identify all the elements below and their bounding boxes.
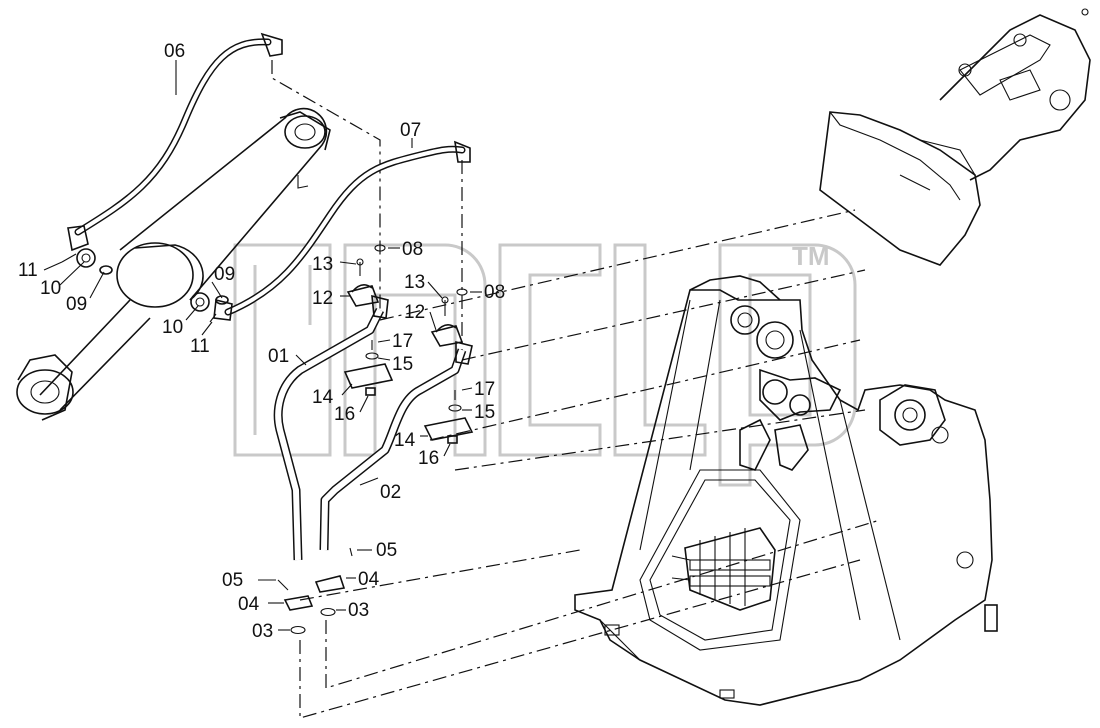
label-08-lower: 08 xyxy=(484,282,505,303)
label-05-right: 05 xyxy=(376,540,397,561)
label-13-left: 13 xyxy=(312,254,333,275)
hose-06 xyxy=(67,32,283,252)
pipe-02 xyxy=(319,340,473,551)
loader-front-frame xyxy=(574,275,998,706)
control-valve-block xyxy=(671,527,776,611)
label-16-left: 16 xyxy=(334,404,355,425)
label-07: 07 xyxy=(400,120,421,141)
seal-ring-08-right xyxy=(456,288,468,296)
watermark-logo: TM xyxy=(233,241,857,487)
leader-lines xyxy=(43,60,482,631)
clamp-assembly-left xyxy=(343,258,394,396)
flange-set-right xyxy=(314,547,353,617)
label-14-left: 14 xyxy=(312,387,334,408)
label-10-left: 10 xyxy=(40,278,61,299)
fittings-left xyxy=(61,248,229,323)
label-09-left: 09 xyxy=(66,294,87,315)
label-04-left: 04 xyxy=(238,594,260,615)
clamp-assembly-right xyxy=(423,296,474,444)
label-01: 01 xyxy=(268,346,289,367)
label-12-left: 12 xyxy=(312,288,333,309)
flange-set-left xyxy=(277,579,314,635)
label-11-right: 11 xyxy=(190,336,210,357)
label-04-right: 04 xyxy=(358,569,380,590)
inset-overview-loader xyxy=(819,8,1091,266)
pipe-01 xyxy=(273,294,389,561)
label-17-left: 17 xyxy=(392,331,413,352)
label-11-left: 11 xyxy=(18,260,38,281)
label-09-right: 09 xyxy=(214,264,235,285)
label-15-left: 15 xyxy=(392,354,413,375)
label-10-right: 10 xyxy=(162,317,183,338)
label-17-right: 17 xyxy=(474,379,495,400)
label-06: 06 xyxy=(164,41,185,62)
part-labels: 06 07 08 08 09 09 10 10 11 11 13 13 12 1… xyxy=(18,41,505,642)
label-03-right: 03 xyxy=(348,600,369,621)
hydraulic-cylinder xyxy=(16,107,331,421)
label-13-right: 13 xyxy=(404,272,425,293)
label-12-right: 12 xyxy=(404,302,425,323)
label-14-right: 14 xyxy=(394,430,416,451)
label-16-right: 16 xyxy=(418,448,439,469)
label-15-right: 15 xyxy=(474,402,495,423)
hose-07 xyxy=(213,140,471,321)
trademark-mark: TM xyxy=(792,241,830,271)
label-03-left: 03 xyxy=(252,621,273,642)
label-08-upper: 08 xyxy=(402,239,423,260)
label-02: 02 xyxy=(380,482,401,503)
seal-ring-08-left xyxy=(374,244,386,252)
label-05-left: 05 xyxy=(222,570,243,591)
